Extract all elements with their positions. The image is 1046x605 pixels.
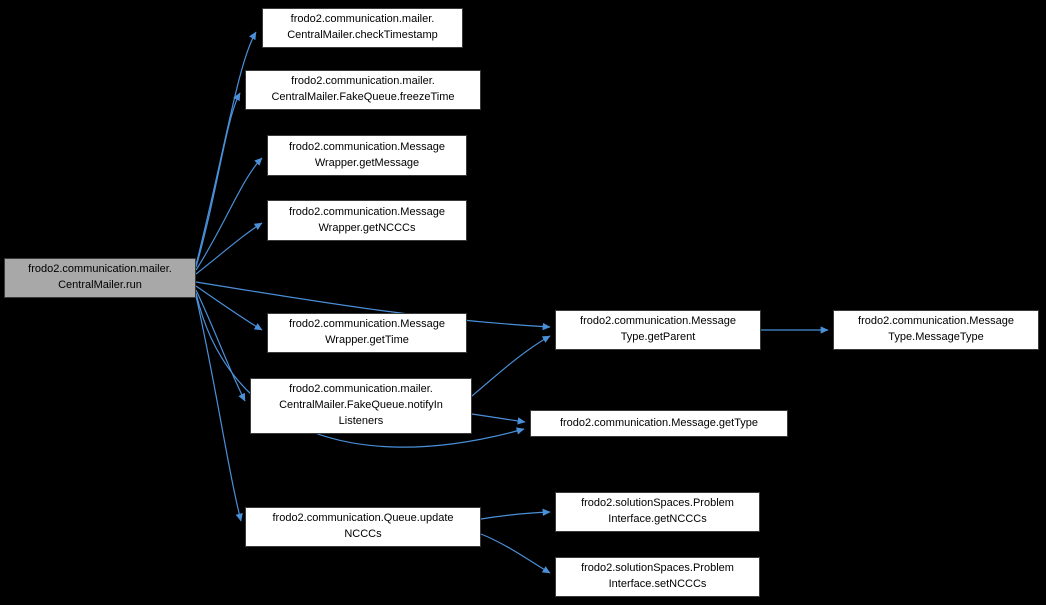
edge-run-notifyinlisteners: [195, 289, 246, 402]
edge-updatencccs-probsetncccs: [480, 533, 551, 574]
node-fakequeue-freezetime[interactable]: frodo2.communication.mailer. CentralMail…: [245, 70, 481, 110]
edge-run-freezetime: [195, 92, 241, 268]
edge-notifyin-gettype: [471, 413, 526, 425]
node-messagewrapper-getmessage[interactable]: frodo2.communication.Message Wrapper.get…: [267, 135, 467, 176]
node-fakequeue-notifyinlisteners[interactable]: frodo2.communication.mailer. CentralMail…: [250, 378, 472, 434]
edge-notifyin-getparent: [471, 335, 551, 397]
edge-run-checktimestamp: [195, 31, 257, 266]
node-messagewrapper-gettime[interactable]: frodo2.communication.Message Wrapper.get…: [267, 313, 467, 353]
edge-run-gettime: [195, 285, 263, 331]
edge-run-updatencccs: [195, 295, 243, 522]
node-messagetype-constructor[interactable]: frodo2.communication.Message Type.Messag…: [833, 310, 1039, 350]
node-messagetype-getparent[interactable]: frodo2.communication.Message Type.getPar…: [555, 310, 761, 350]
edge-run-getncccs: [195, 222, 263, 275]
edge-run-getmessage: [195, 157, 263, 271]
node-probleminterface-setncccs[interactable]: frodo2.solutionSpaces.Problem Interface.…: [555, 557, 760, 597]
node-probleminterface-getncccs[interactable]: frodo2.solutionSpaces.Problem Interface.…: [555, 492, 760, 532]
node-message-gettype[interactable]: frodo2.communication.Message.getType: [530, 410, 788, 437]
node-queue-updatencccs[interactable]: frodo2.communication.Queue.update NCCCs: [245, 507, 481, 547]
edge-updatencccs-probgetncccs: [480, 508, 551, 520]
node-centralmailer-run[interactable]: frodo2.communication.mailer. CentralMail…: [4, 258, 196, 298]
node-messagewrapper-getncccs[interactable]: frodo2.communication.Message Wrapper.get…: [267, 200, 467, 241]
node-checktimestamp[interactable]: frodo2.communication.mailer. CentralMail…: [262, 8, 463, 48]
